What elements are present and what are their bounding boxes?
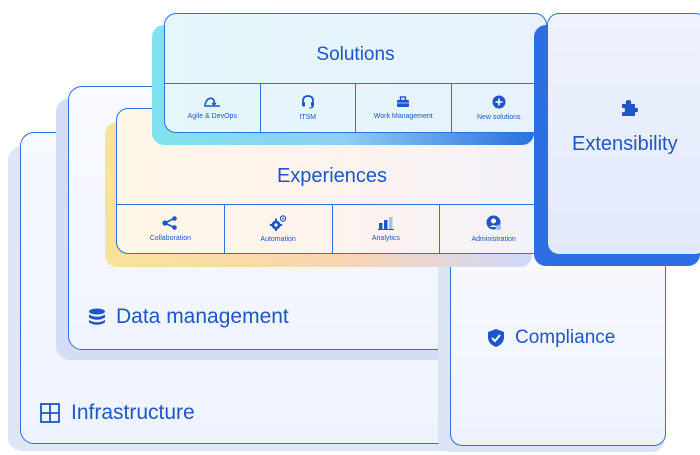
solutions-row: Agile & DevOps ITSM Work Management: [165, 83, 546, 132]
experience-item-automation: Automation: [223, 205, 332, 253]
solution-item-agile-devops: Agile & DevOps: [165, 84, 260, 132]
plus-circle-icon: [492, 95, 506, 109]
compliance-label: Compliance: [515, 327, 616, 348]
solutions-layer: Solutions Agile & DevOps ITSM: [164, 13, 547, 133]
solution-item-itsm: ITSM: [259, 84, 356, 132]
grid-icon: [40, 403, 60, 423]
experience-label: Collaboration: [149, 235, 191, 242]
experience-label: Administration: [471, 236, 516, 243]
solution-label: New solutions: [476, 114, 521, 121]
solutions-title: Solutions: [316, 44, 395, 65]
briefcase-icon: [397, 96, 410, 107]
extensibility-label: Extensibility: [572, 133, 678, 155]
experience-item-administration: Administration: [439, 205, 547, 253]
compliance-layer: Compliance: [450, 236, 666, 446]
solution-item-work-management: Work Management: [355, 84, 451, 132]
loop-icon: [204, 97, 221, 107]
experience-item-analytics: Analytics: [331, 205, 440, 253]
data-management-heading: Data management: [87, 305, 289, 329]
experience-label: Automation: [260, 236, 296, 243]
solution-item-new-solutions: New solutions: [450, 84, 547, 132]
solution-label: Work Management: [373, 113, 433, 120]
experience-item-collaboration: Collaboration: [117, 205, 224, 253]
compliance-heading: Compliance: [487, 327, 615, 349]
experience-label: Analytics: [371, 235, 400, 242]
share-icon: [162, 216, 178, 230]
experiences-title: Experiences: [276, 165, 388, 187]
experiences-row: Collaboration Automation: [117, 204, 547, 253]
puzzle-icon: [622, 100, 638, 116]
database-icon: [89, 308, 105, 325]
headset-icon: [301, 95, 314, 109]
infrastructure-heading: Infrastructure: [39, 401, 195, 425]
solution-label: ITSM: [299, 114, 317, 121]
solution-label: Agile & DevOps: [187, 113, 237, 120]
data-management-label: Data management: [116, 305, 289, 328]
bar-chart-icon: [377, 217, 394, 230]
infrastructure-label: Infrastructure: [71, 401, 195, 424]
admin-user-icon: [486, 215, 501, 231]
gears-icon: [269, 215, 287, 231]
shield-icon: [488, 329, 504, 347]
extensibility-layer: Extensibility: [547, 13, 700, 255]
